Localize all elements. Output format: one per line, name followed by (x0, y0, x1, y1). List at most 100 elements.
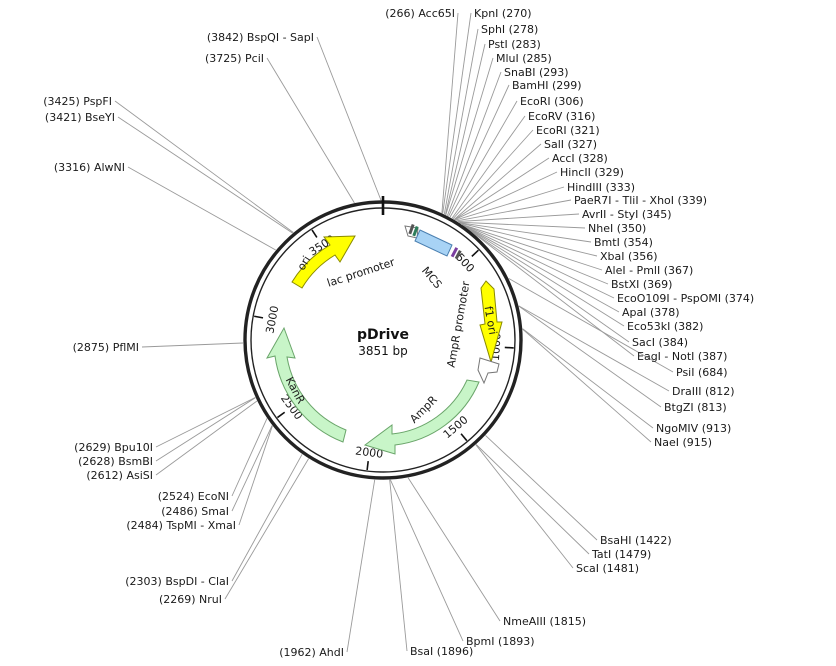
leader-line (443, 28, 479, 215)
leader-line (389, 479, 464, 642)
leader-line (475, 444, 590, 555)
site-label: NheI (350) (588, 222, 646, 235)
leader-line (459, 222, 598, 257)
site-label: AleI - PmlI (367) (605, 264, 693, 277)
site-label: (2629) Bpu10I (74, 441, 153, 454)
site-label: BstXI (369) (611, 278, 672, 291)
leader-line (114, 100, 294, 233)
tick-mark (311, 229, 318, 238)
leader-line (458, 221, 586, 229)
site-label: XbaI (356) (600, 250, 658, 263)
tick-mark (366, 461, 370, 471)
site-label: PstI (283) (488, 38, 541, 51)
leader-line (266, 57, 355, 204)
leader-line (231, 454, 303, 582)
site-label: SacI (384) (632, 336, 688, 349)
leader-line (449, 100, 518, 218)
site-label: DraIII (812) (672, 385, 735, 398)
site-label: (2612) AsiSI (86, 469, 153, 482)
backbone-ring (243, 196, 523, 480)
leader-line (485, 435, 598, 541)
site-label: (2269) NruI (159, 593, 222, 606)
site-label: SphI (278) (481, 23, 538, 36)
site-label: BmtI (354) (594, 236, 653, 249)
site-label: (2484) TspMI - XmaI (126, 519, 236, 532)
site-label: ScaI (1481) (576, 562, 639, 575)
leader-line (445, 57, 494, 216)
site-label: BamHI (299) (512, 79, 582, 92)
leader-line (155, 397, 256, 462)
site-label: EcoRI (321) (536, 124, 600, 137)
site-label: EcoRI (306) (520, 95, 584, 108)
site-label: (3725) PciI (205, 52, 264, 65)
leader-line (454, 171, 558, 221)
leader-line (518, 305, 662, 408)
site-label: SalI (327) (544, 138, 597, 151)
site-label: (2486) SmaI (161, 505, 229, 518)
leader-line (508, 278, 674, 373)
leader-line (346, 479, 376, 653)
site-label: (3425) PspFI (43, 95, 112, 108)
leader-line (444, 43, 486, 215)
leader-line (461, 223, 603, 271)
leader-line (231, 418, 268, 497)
leader-line (127, 166, 276, 251)
site-label: (3842) BspQI - SapI (207, 31, 314, 44)
feature-ampr-arrow (363, 379, 480, 455)
tick-mark (460, 433, 468, 442)
restriction-site-labels: (266) Acc65I KpnI (270) SphI (278) PstI (28… (43, 7, 754, 659)
feature-f1-ori-label: f1 ori (482, 305, 500, 336)
site-label: MluI (285) (496, 52, 552, 65)
site-label: BsaI (1896) (410, 645, 473, 658)
leader-line (141, 342, 244, 348)
site-label: (2303) BspDI - ClaI (125, 575, 229, 588)
site-label: BsaHI (1422) (600, 534, 672, 547)
feature-ampr-promoter-label: AmpR promoter (445, 280, 473, 369)
feature-ori-label: ori (295, 254, 314, 273)
leader-line (446, 71, 502, 216)
site-label: (2875) PflMI (73, 341, 139, 354)
leader-line (155, 397, 256, 448)
leader-line (224, 458, 309, 600)
leader-line (457, 213, 580, 223)
plasmid-size: 3851 bp (358, 344, 408, 358)
site-label: PsiI (684) (676, 366, 728, 379)
feature-kanr-arrow (265, 326, 347, 443)
site-label: TatI (1479) (591, 548, 651, 561)
site-label: AccI (328) (552, 152, 608, 165)
leader-line (453, 143, 542, 220)
leader-line (522, 328, 652, 443)
leader-line (238, 425, 273, 526)
site-label: NaeI (915) (654, 436, 712, 449)
tick-mark (504, 346, 514, 349)
site-label: (3421) BseYI (45, 111, 115, 124)
site-label: (266) Acc65I (385, 7, 455, 20)
leader-line (455, 186, 565, 221)
feature-ori-arrow (291, 235, 356, 289)
leader-line (454, 157, 550, 220)
tick-mark (254, 315, 264, 319)
feature-mcs-block (408, 223, 462, 260)
site-label: KpnI (270) (474, 7, 532, 20)
tick-mark (276, 411, 286, 419)
feature-ampr-promoter-arrow (477, 357, 500, 385)
site-label: HindIII (333) (567, 181, 635, 194)
tick-mark (471, 249, 479, 257)
tick-label: 3000 (263, 305, 281, 335)
site-label: SnaBI (293) (504, 66, 569, 79)
site-label: PaeR7I - TliI - XhoI (339) (574, 194, 707, 207)
site-label: Eco53kI (382) (627, 320, 703, 333)
leader-line (462, 224, 609, 285)
feature-f1-ori-arrow (479, 280, 503, 364)
leader-line (155, 400, 258, 476)
leader-line (463, 225, 620, 313)
leader-line (316, 36, 382, 201)
site-label: BpmI (1893) (466, 635, 535, 648)
site-label: HincII (329) (560, 166, 624, 179)
feature-lac-promoter-label: lac promoter (325, 255, 396, 289)
leader-line (442, 12, 472, 214)
site-label: ApaI (378) (622, 306, 680, 319)
leader-line (464, 225, 625, 327)
leader-line (456, 199, 572, 222)
